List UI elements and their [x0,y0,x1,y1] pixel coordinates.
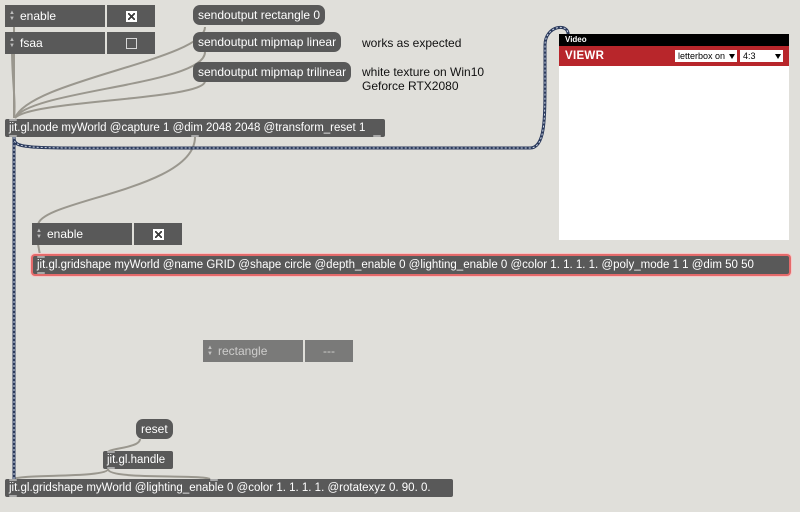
outlet[interactable] [37,272,45,274]
comment-works-as-expected: works as expected [362,36,462,50]
outlet[interactable] [191,135,199,137]
patch-cord [37,243,41,256]
fsaa-attrui[interactable]: ▲▼ fsaa [5,32,155,54]
patch-cord [37,136,196,226]
inlet[interactable] [107,451,115,453]
up-down-arrows-icon[interactable]: ▲▼ [207,345,213,357]
matrix-cord [12,25,570,482]
patch-cord [14,80,206,119]
object-text: jit.gl.gridshape myWorld @lighting_enabl… [9,482,431,494]
rectangle-label: rectangle [218,344,268,358]
message-sendoutput-rectangle[interactable]: sendoutput rectangle 0 [193,5,326,25]
patch-cord [13,468,109,480]
aspect-dropdown[interactable]: 4:3 [740,50,783,62]
viewer-header: VIEWR letterbox on 4:3 [559,46,789,66]
object-jit-gl-gridshape-grid[interactable]: jit.gl.gridshape myWorld @name GRID @sha… [33,256,789,274]
object-text: jit.gl.handle [107,454,166,466]
outlet[interactable] [107,467,115,469]
enable-attrui[interactable]: ▲▼ enable [5,5,155,27]
viewer-titlebar: Video [559,34,789,46]
enable-checkbox-cell[interactable] [105,5,155,27]
outlet[interactable] [9,495,17,497]
inlet[interactable] [9,119,17,121]
outlet[interactable] [373,135,381,137]
viewer-name: VIEWR [565,50,605,62]
message-mipmap-linear[interactable]: sendoutput mipmap linear [193,32,342,52]
inlet[interactable] [9,479,17,481]
rectangle-value[interactable]: --- [303,340,353,362]
comment-white-texture: white texture on Win10 Geforce RTX2080 [362,65,485,93]
fsaa-checkbox-cell[interactable] [105,32,155,54]
object-jit-gl-handle[interactable]: jit.gl.handle [103,451,173,469]
object-jit-gl-gridshape-rotate[interactable]: jit.gl.gridshape myWorld @lighting_enabl… [5,479,453,497]
enable-label: enable [20,9,57,23]
x-check-icon[interactable] [152,228,164,240]
object-text: jit.gl.gridshape myWorld @name GRID @sha… [37,259,754,271]
grid-enable-label: enable [47,227,84,241]
rectangle-attrui[interactable]: ▲▼ rectangle --- [203,340,353,362]
letterbox-value: letterbox on [677,51,725,61]
grid-enable-checkbox-cell[interactable] [132,223,182,245]
fsaa-label: fsaa [20,36,43,50]
up-down-arrows-icon[interactable]: ▲▼ [36,228,42,240]
message-mipmap-trilinear[interactable]: sendoutput mipmap trilinear [193,62,352,82]
x-check-icon[interactable] [125,10,137,22]
message-reset[interactable]: reset [136,419,173,439]
up-down-arrows-icon[interactable]: ▲▼ [9,37,15,49]
grid-enable-attrui[interactable]: ▲▼ enable [32,223,182,245]
object-text: jit.gl.node myWorld @capture 1 @dim 2048… [9,122,366,134]
patch-cord [107,468,211,480]
video-viewer-window[interactable]: Video VIEWR letterbox on 4:3 [559,34,789,240]
object-jit-gl-node[interactable]: jit.gl.node myWorld @capture 1 @dim 2048… [5,119,385,137]
outlet[interactable] [9,135,17,137]
triangle-down-icon [775,53,781,59]
inlet[interactable] [37,256,45,258]
up-down-arrows-icon[interactable]: ▲▼ [9,10,15,22]
inlet[interactable] [210,479,218,481]
patch-cord [14,51,206,119]
checkbox-icon[interactable] [125,37,137,49]
letterbox-dropdown[interactable]: letterbox on [674,50,737,62]
aspect-value: 4:3 [743,51,756,61]
patch-cord [11,49,16,119]
triangle-down-icon [729,53,735,59]
